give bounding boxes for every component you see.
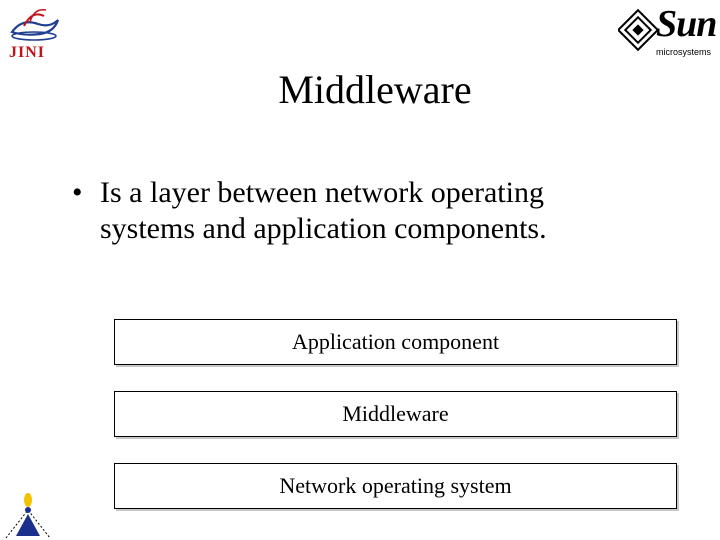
sun-logo-wordmark: Sun [656, 3, 717, 45]
layer-box-network-os: Network operating system [114, 463, 677, 509]
layer-label-network-os: Network operating system [279, 473, 512, 498]
bullet-dot: • [72, 176, 83, 209]
jini-logo-text: JINI [9, 44, 46, 61]
bullet-text: Is a layer between network operating sys… [100, 176, 547, 245]
jini-logo-icon [10, 8, 60, 41]
sun-logo-subtext: microsystems [656, 47, 712, 57]
bullet-item: • Is a layer between network operating s… [72, 175, 632, 247]
layer-label-middleware: Middleware [342, 401, 449, 426]
layer-box-application: Application component [114, 319, 677, 365]
genie-corner-icon [5, 493, 51, 539]
layer-label-application: Application component [291, 329, 500, 354]
sun-logo-icon [618, 8, 660, 52]
slide-title: Middleware [278, 67, 472, 112]
layer-box-middleware: Middleware [114, 391, 677, 437]
